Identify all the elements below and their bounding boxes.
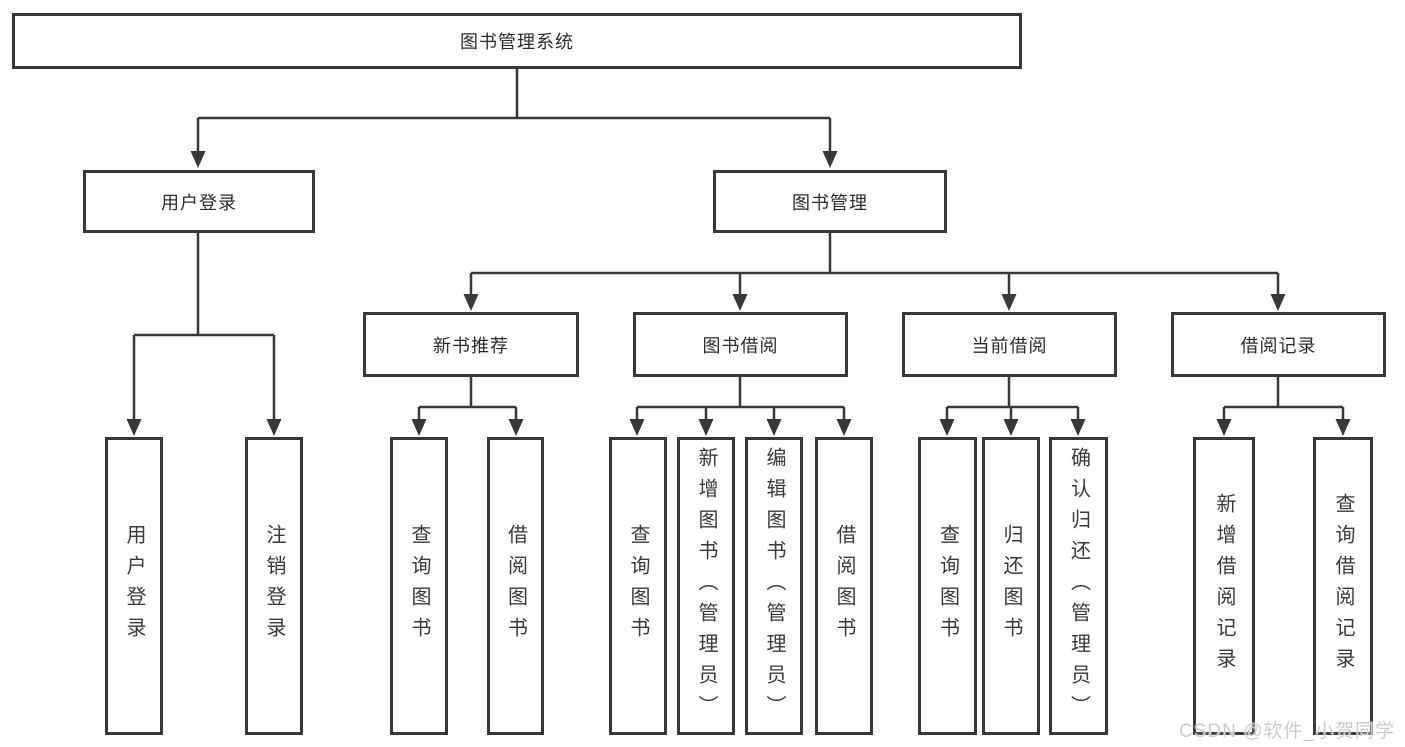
leaf-logout: 注销登录 [245,437,303,735]
leaf-label: 归还图书 [1000,524,1022,648]
leaf-label: 查询图书 [936,524,959,648]
leaf-user-login: 用户登录 [105,437,163,735]
node-label: 用户登录 [161,192,237,213]
leaf-label: 查询图书 [408,524,430,648]
arrowheads [126,151,1351,436]
leaf-add-borrow-record: 新增借阅记录 [1193,437,1255,735]
leaf-borrow-books: 借阅图书 [487,437,544,735]
leaf-label: 用户登录 [123,524,145,648]
leaf-label: 新增借阅记录 [1213,493,1235,679]
node-label: 图书管理系统 [460,32,574,52]
node-label: 图书管理 [792,192,868,213]
leaf-label: 新增图书（管理员） [695,446,717,726]
leaf-query-books: 查询图书 [609,437,667,735]
leaf-confirm-return-admin: 确认归还（管理员） [1049,437,1108,735]
leaf-add-books-admin: 新增图书（管理员） [677,437,735,735]
leaf-label: 借阅图书 [833,524,855,648]
leaf-return-books: 归还图书 [982,437,1040,735]
node-book-management: 图书管理 [713,170,947,233]
leaf-label: 编辑图书（管理员） [763,446,785,726]
node-library-management-system: 图书管理系统 [12,13,1022,69]
node-borrow-records: 借阅记录 [1171,312,1386,377]
csdn-watermark: CSDN @软件_小贺同学 [1179,721,1395,742]
leaf-label: 查询借阅记录 [1332,493,1354,679]
leaf-label: 确认归还（管理员） [1067,446,1090,726]
leaf-label: 注销登录 [263,524,285,648]
leaf-label: 查询图书 [627,524,649,648]
node-label: 图书借阅 [702,335,779,356]
node-current-borrow: 当前借阅 [902,312,1117,377]
leaf-edit-books-admin: 编辑图书（管理员） [745,437,803,735]
leaf-label: 借阅图书 [504,524,527,648]
node-label: 新书推荐 [433,335,509,356]
node-book-borrow: 图书借阅 [633,312,848,377]
node-new-book-recommend: 新书推荐 [363,312,579,377]
leaf-borrow-books: 借阅图书 [815,437,873,735]
leaf-query-borrow-record: 查询借阅记录 [1313,437,1373,735]
node-label: 当前借阅 [971,335,1048,356]
leaf-query-books: 查询图书 [390,437,448,735]
node-user-login: 用户登录 [83,170,315,233]
leaf-query-books: 查询图书 [918,437,977,735]
node-label: 借阅记录 [1240,335,1317,356]
